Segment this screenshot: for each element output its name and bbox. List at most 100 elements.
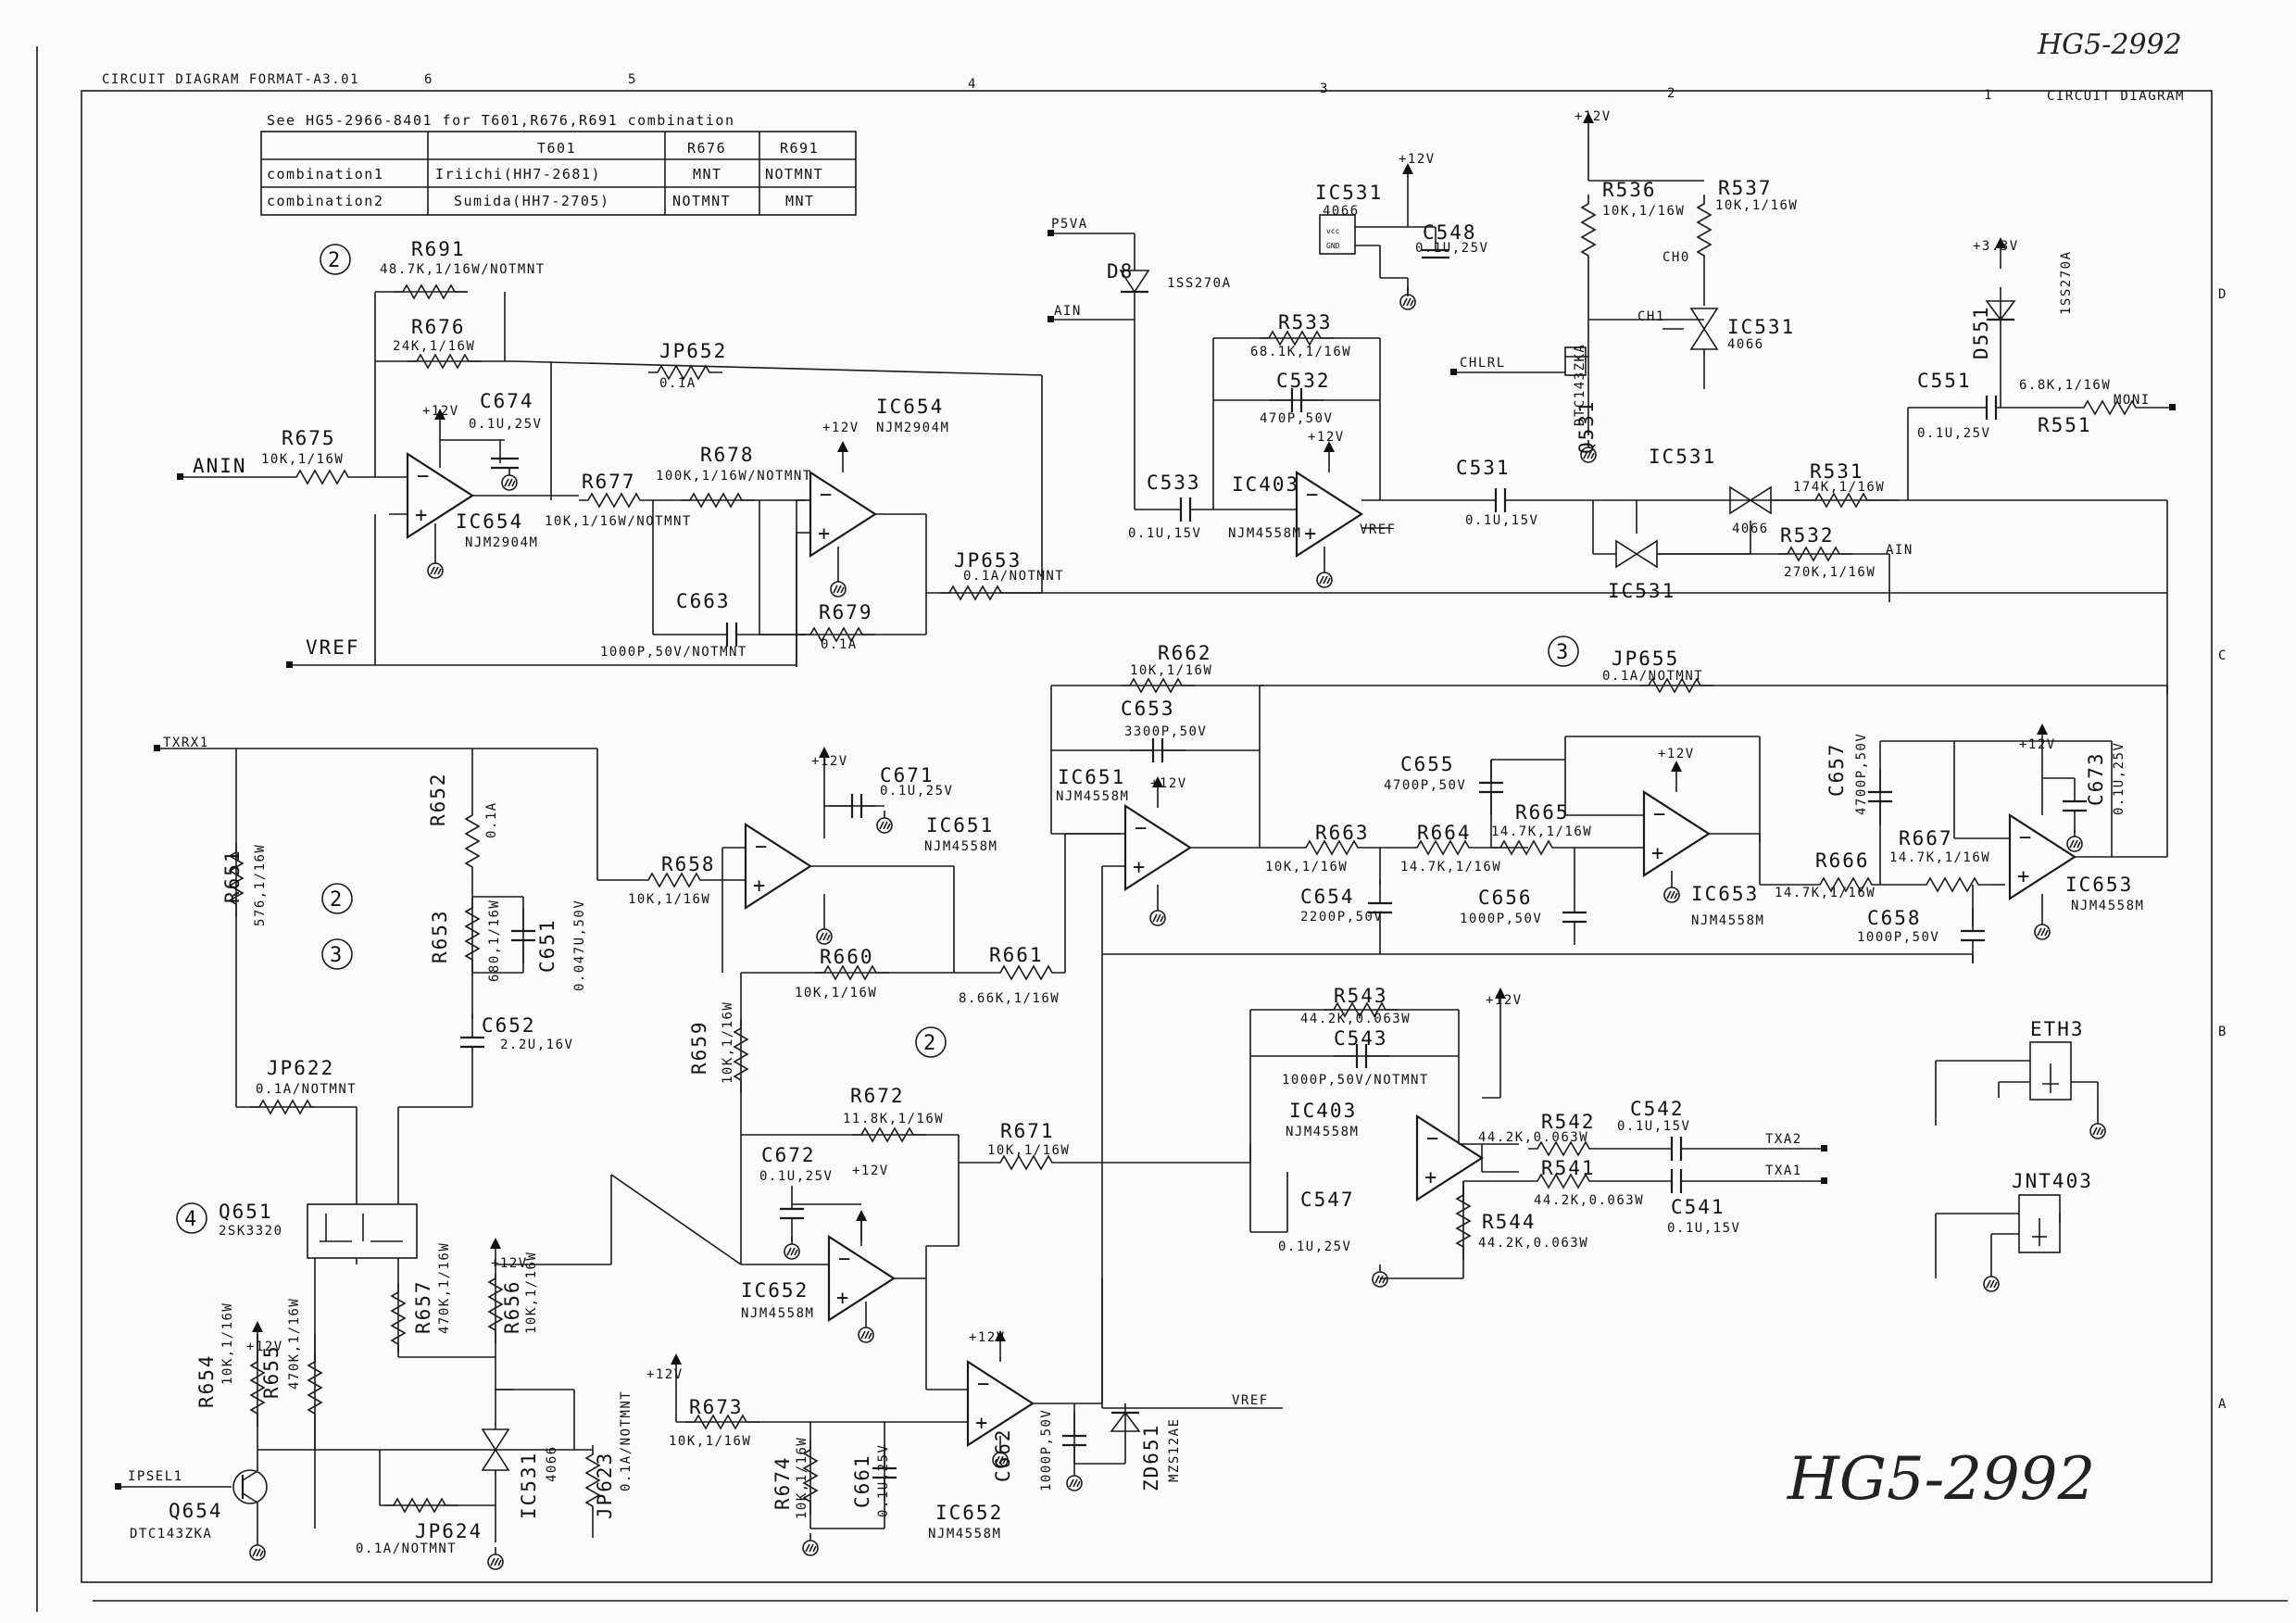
component-value: MZS12AE [1167, 1417, 1182, 1482]
component-value: 470K,1/16W [287, 1298, 302, 1390]
component-value: NJM2904M [465, 535, 538, 550]
component-value: 10K,1/16W [1602, 204, 1685, 219]
component-value: 14.7K,1/16W [1400, 860, 1501, 874]
component-ref: R672 [850, 1085, 905, 1107]
anin-input-block [177, 284, 2167, 668]
component-value: 14.7K,1/16W [1491, 824, 1592, 839]
component-ref: C541 [1671, 1196, 1725, 1218]
component-ref: R541 [1541, 1157, 1596, 1179]
component-ref: R664 [1417, 822, 1472, 844]
component-value: 680,1/16W [487, 900, 502, 982]
section-number: 4 [184, 1208, 196, 1231]
component-value: 0.1U,25V [2112, 742, 2127, 815]
component-value: 2.2U,16V [500, 1038, 573, 1052]
component-ref: R676 [411, 316, 466, 338]
rail-label: +12V [1150, 776, 1187, 791]
rail-label: +12V [1308, 430, 1345, 445]
doc-id-top: HG5-2992 [2037, 29, 2182, 61]
rail-label: +12V [822, 421, 859, 435]
rail-label: +12V [491, 1256, 528, 1271]
component-value: 0.1A/NOTMNT [356, 1541, 457, 1556]
component-ref: IC653 [2065, 874, 2133, 896]
txrx-filter-block [154, 678, 2168, 1529]
component-ref: IC653 [1691, 883, 1759, 905]
component-ref: R662 [1158, 642, 1212, 664]
component-value: NJM2904M [876, 421, 949, 435]
net-label: IPSEL1 [128, 1469, 183, 1484]
component-value: 0.1U,25V [469, 417, 542, 432]
component-ref: JP652 [659, 340, 727, 362]
component-value: 0.1A/NOTMNT [256, 1082, 357, 1097]
component-value: 174K,1/16W [1793, 480, 1885, 495]
component-ref: R671 [1000, 1120, 1055, 1142]
component-ref: JP655 [1612, 648, 1679, 670]
component-value: 4066 [1732, 522, 1769, 536]
component-value: 1000P,50V/NOTMNT [1282, 1073, 1429, 1088]
component-ref: R658 [661, 853, 716, 875]
component-ref: R655 [260, 1344, 282, 1399]
component-value: 470P,50V [1260, 411, 1333, 426]
rail-label: +12V [246, 1340, 283, 1354]
col-number: 3 [1320, 82, 1329, 96]
component-value: DTC143ZKA [1573, 344, 1587, 426]
component-value: NJM4558M [924, 839, 997, 854]
component-value: 10K,1/16W [669, 1434, 751, 1449]
net-label: P5VA [1051, 217, 1088, 232]
col-number: 5 [628, 72, 637, 87]
component-ref: R677 [582, 471, 636, 493]
component-value: 2200P,50V [1300, 910, 1383, 925]
section-number: 2 [330, 888, 342, 912]
component-ref: C543 [1334, 1027, 1388, 1050]
component-value: 10K,1/16W [628, 892, 710, 907]
ain-switch-block: vcc GND [1048, 111, 2176, 695]
component-ref: D8 [1107, 260, 1134, 283]
rail-label: +12V [1399, 152, 1436, 167]
component-value: 68.1K,1/16W [1250, 345, 1351, 359]
component-value: 0.1A [659, 376, 696, 391]
component-value: 3300P,50V [1124, 724, 1207, 739]
component-ref: ETH3 [2030, 1018, 2085, 1040]
component-value: 0.1U,15V [1617, 1119, 1690, 1134]
component-value: 576,1/16W [253, 844, 268, 926]
component-ref: JNT403 [2012, 1170, 2093, 1192]
format-label: CIRCUIT DIAGRAM FORMAT-A3.01 [102, 72, 359, 87]
table-cell: Sumida(HH7-2705) [454, 193, 610, 209]
rail-label: +12V [646, 1367, 684, 1382]
net-label: VREF [1360, 522, 1397, 537]
component-value: DTC143ZKA [130, 1527, 212, 1541]
component-ref: C652 [482, 1014, 536, 1037]
component-value: 2SK3320 [219, 1224, 283, 1239]
table-cell: NOTMNT [765, 166, 823, 182]
component-ref: JP623 [594, 1452, 616, 1519]
component-value: 0.1A/NOTMNT [1602, 669, 1703, 684]
component-value: 44.2K,0.063W [1478, 1130, 1588, 1145]
component-ref: R675 [282, 427, 336, 449]
row-letter: C [2218, 648, 2227, 663]
col-number: 4 [968, 77, 977, 92]
component-value: 4700P,50V [1384, 778, 1466, 793]
note-text: See HG5-2966-8401 for T601,R676,R691 com… [267, 112, 734, 129]
combination-table: T601 R676 R691 combination1 Iriichi(HH7-… [260, 131, 857, 216]
component-value: 14.7K,1/16W [1775, 886, 1876, 900]
component-value: 10K,1/16W [1130, 663, 1212, 678]
component-value: 0.1U,15V [1667, 1221, 1740, 1236]
component-ref: C671 [880, 764, 935, 786]
component-ref: R679 [819, 601, 873, 623]
section-markers: 2 3 2 3 2 4 [176, 244, 1579, 1234]
component-value: NJM4558M [1056, 789, 1129, 804]
component-value: 0.1U,15V [1128, 526, 1201, 541]
svg-text:vcc: vcc [1326, 227, 1340, 235]
row-letter: B [2218, 1025, 2227, 1039]
component-ref: IC531 [1649, 446, 1716, 468]
component-ref: R678 [700, 444, 755, 466]
component-value: 6.8K,1/16W [2019, 378, 2111, 393]
net-label: ANIN [193, 455, 247, 477]
component-value: 8.66K,1/16W [959, 991, 1060, 1006]
component-ref: IC531 [1315, 182, 1383, 204]
component-ref: C547 [1300, 1189, 1355, 1211]
doc-id-bottom: HG5-2992 [1787, 1445, 2095, 1514]
component-ref: R651 [221, 849, 244, 903]
component-ref: R666 [1815, 849, 1870, 872]
table-header: T601 [537, 140, 576, 157]
